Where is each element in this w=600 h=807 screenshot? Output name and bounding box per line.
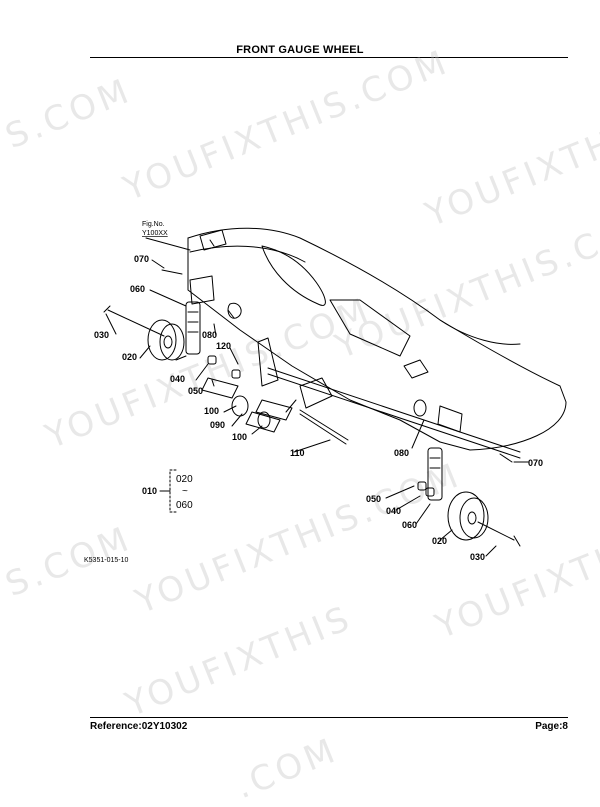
left-wheel-bracket <box>189 275 521 459</box>
callout-040-right: 040 <box>386 506 401 516</box>
callout-080-right: 080 <box>394 448 409 458</box>
fig-no-value: Y100XX <box>142 230 168 237</box>
footer-reference: Reference:02Y10302 <box>90 721 188 732</box>
callout-080-left: 080 <box>202 330 217 340</box>
callout-100-lower: 100 <box>232 432 247 442</box>
header-rule <box>90 57 568 58</box>
page-title: FRONT GAUGE WHEEL <box>236 44 364 56</box>
mower-deck <box>187 227 567 451</box>
exploded-parts-diagram: Fig.No. Y100XX 070 060 030 020 080 120 0… <box>84 221 567 564</box>
callout-050-right: 050 <box>366 494 381 504</box>
right-bolt <box>499 453 513 463</box>
callout-030-right: 030 <box>470 552 485 562</box>
callout-060-right: 060 <box>402 520 417 530</box>
callout-030-left: 030 <box>94 330 109 340</box>
left-bolt <box>161 269 183 275</box>
group-range-start: 020 <box>176 474 193 485</box>
callout-050-left: 050 <box>188 386 203 396</box>
callout-060-left: 060 <box>130 284 145 294</box>
callout-090: 090 <box>210 420 225 430</box>
leader-lines <box>105 237 529 557</box>
callout-020-left: 020 <box>122 352 137 362</box>
group-range-end: 060 <box>176 500 193 511</box>
right-wheel <box>417 481 521 547</box>
callout-070-right: 070 <box>528 458 543 468</box>
footer-rule <box>90 717 568 718</box>
callout-100-upper: 100 <box>204 406 219 416</box>
callout-020-right: 020 <box>432 536 447 546</box>
group-range-sep: ~ <box>182 486 188 497</box>
callout-110: 110 <box>290 448 305 458</box>
callout-040-left: 040 <box>170 374 185 384</box>
footer-page-number: Page:8 <box>535 721 568 732</box>
right-spindle <box>413 399 463 501</box>
callout-070-left: 070 <box>134 254 149 264</box>
drawing-code: K5351-015-10 <box>84 557 128 564</box>
group-label: 010 <box>142 486 157 496</box>
left-spindle <box>185 301 201 355</box>
callout-120: 120 <box>216 341 231 351</box>
left-wheel <box>103 305 187 361</box>
fig-no-label: Fig.No. <box>142 221 165 228</box>
